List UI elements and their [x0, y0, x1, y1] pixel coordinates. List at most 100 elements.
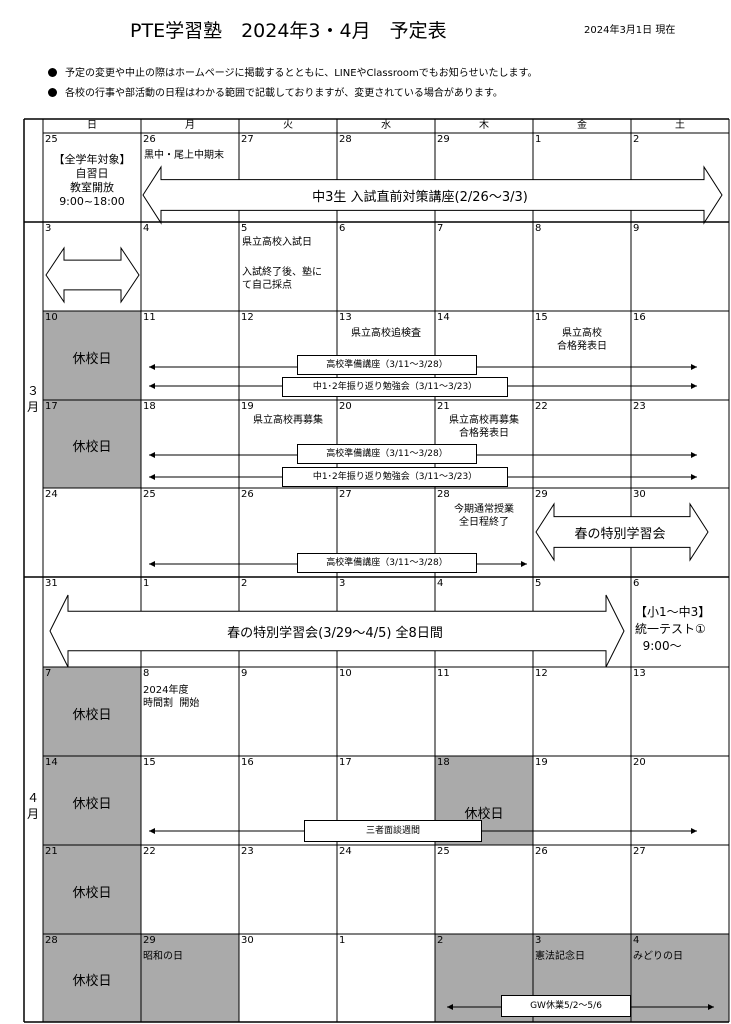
day-number: 10 [339, 668, 352, 679]
day-cell: 8 [141, 667, 239, 756]
as-of-date: 2024年3月1日 現在 [584, 25, 676, 36]
day-cell: 24 [43, 488, 141, 577]
day-number: 29 [535, 489, 548, 500]
day-cell: 5 [239, 222, 337, 311]
day-number: 7 [437, 223, 444, 234]
day-number: 26 [143, 134, 156, 145]
day-number: 1 [535, 134, 542, 145]
day-number: 13 [339, 312, 352, 323]
weekday-header: 月 [185, 120, 195, 131]
prep-course-label: 高校準備講座（3/11～3/28） [297, 444, 477, 464]
day-number: 19 [535, 757, 548, 768]
day-number: 27 [339, 489, 352, 500]
day-number: 26 [535, 846, 548, 857]
day-cell: 25 [43, 133, 141, 222]
day-cell: 9 [239, 667, 337, 756]
event-kenpou: 憲法記念日 [535, 951, 585, 962]
day-cell: 20 [337, 400, 435, 488]
day-cell: 27 [239, 133, 337, 222]
day-number: 28 [339, 134, 352, 145]
day-cell: 29 [141, 934, 239, 1022]
day-cell: 12 [239, 311, 337, 400]
day-cell: 18 [141, 400, 239, 488]
day-number: 21 [45, 846, 58, 857]
day-number: 21 [437, 401, 450, 412]
day-cell: 3 [43, 222, 141, 311]
day-number: 8 [143, 668, 150, 679]
day-cell: 15 [141, 756, 239, 845]
day-number: 10 [45, 312, 58, 323]
day-cell: 9 [631, 222, 729, 311]
day-cell: 21 [435, 400, 533, 488]
day-number: 14 [45, 757, 58, 768]
day-number: 30 [241, 935, 254, 946]
day-number: 18 [437, 757, 450, 768]
closed-day-label: 休校日 [72, 885, 112, 901]
event-saiboshu: 県立高校再募集 [253, 415, 323, 426]
weekday-header: 木 [479, 120, 489, 131]
event-term-end: 今期通常授業 全日程終了 [454, 504, 514, 528]
weekday-header: 日 [87, 120, 97, 131]
day-number: 27 [633, 846, 646, 857]
day-number: 19 [241, 401, 254, 412]
day-number: 23 [633, 401, 646, 412]
day-number: 18 [143, 401, 156, 412]
day-cell: 19 [533, 756, 631, 845]
day-number: 28 [45, 935, 58, 946]
weekday-header: 金 [577, 120, 587, 131]
day-cell: 25 [141, 488, 239, 577]
day-number: 11 [437, 668, 450, 679]
day-cell: 13 [631, 667, 729, 756]
page-title: PTE学習塾 2024年3・4月 予定表 [130, 20, 447, 42]
exam-course-label: 中3生 入試直前対策講座(2/26～3/3) [312, 190, 528, 205]
day-number: 26 [241, 489, 254, 500]
day-number: 4 [633, 935, 640, 946]
event-saiboshu-result: 県立高校再募集 合格発表日 [449, 415, 519, 439]
day-number: 14 [437, 312, 450, 323]
day-cell: 4 [631, 934, 729, 1022]
note-2: 各校の行事や部活動の日程はわかる範囲で記載しておりますが、変更されている場合があ… [48, 84, 503, 99]
day-cell: 6 [631, 577, 729, 667]
day-number: 15 [535, 312, 548, 323]
day-cell: 16 [631, 311, 729, 400]
event-midori: みどりの日 [633, 951, 683, 962]
day-cell: 27 [631, 845, 729, 934]
day-cell: 15 [533, 311, 631, 400]
day-number: 12 [535, 668, 548, 679]
day-number: 31 [45, 578, 58, 589]
day-number: 4 [143, 223, 150, 234]
day-number: 7 [45, 668, 52, 679]
day-number: 16 [241, 757, 254, 768]
day-number: 4 [437, 578, 444, 589]
prep-course-label: 高校準備講座（3/11～3/28） [297, 553, 477, 573]
day-cell: 23 [239, 845, 337, 934]
day-number: 29 [143, 935, 156, 946]
day-number: 20 [633, 757, 646, 768]
day-cell: 7 [435, 222, 533, 311]
day-number: 15 [143, 757, 156, 768]
event-new-timetable: 2024年度 時間割 開始 [143, 685, 200, 709]
day-number: 25 [45, 134, 58, 145]
day-number: 3 [535, 935, 542, 946]
day-number: 16 [633, 312, 646, 323]
day-number: 5 [241, 223, 248, 234]
day-cell: 26 [239, 488, 337, 577]
event-showa: 昭和の日 [143, 951, 183, 962]
day-number: 1 [143, 578, 150, 589]
bullet-icon [48, 68, 57, 77]
day-number: 3 [339, 578, 346, 589]
day-number: 24 [45, 489, 58, 500]
day-number: 22 [535, 401, 548, 412]
day-number: 8 [535, 223, 542, 234]
day-cell: 8 [533, 222, 631, 311]
day-number: 2 [241, 578, 248, 589]
day-number: 20 [339, 401, 352, 412]
spring-session-long-label: 春の特別学習会(3/29～4/5) 全8日間 [227, 626, 443, 641]
day-number: 2 [633, 134, 640, 145]
day-number: 12 [241, 312, 254, 323]
day-number: 5 [535, 578, 542, 589]
day-cell: 5 [533, 577, 631, 667]
